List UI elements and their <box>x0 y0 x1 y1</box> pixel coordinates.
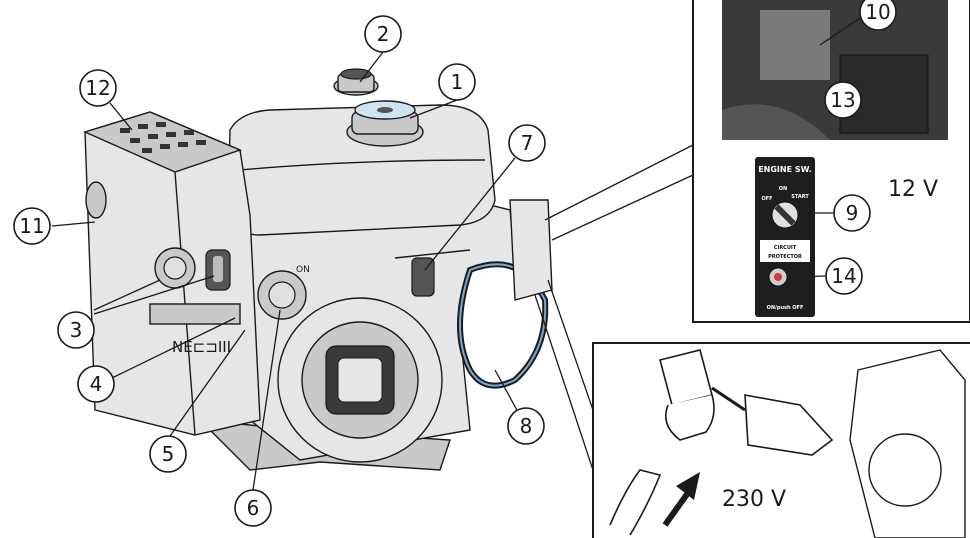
callout-7: 7 <box>508 124 546 162</box>
leader-4 <box>111 317 236 379</box>
callout-8: 8 <box>507 407 545 445</box>
leader-lines <box>51 17 861 491</box>
inset-connectors <box>534 144 694 471</box>
inset-230v: 230 V <box>592 342 970 538</box>
breaker-button <box>774 273 782 281</box>
panel-on: ON <box>779 186 787 192</box>
throttle-lever <box>411 257 435 297</box>
choke-knob-center <box>163 256 187 280</box>
panel-title: ENGINE SW. <box>758 165 812 174</box>
photo-engine <box>760 10 830 80</box>
leader-7 <box>424 157 516 271</box>
callout-3: 3 <box>57 311 95 349</box>
callout-6: 6 <box>234 489 272 527</box>
svg-text:9: 9 <box>846 201 859 225</box>
tank-seam <box>239 159 486 171</box>
engine-illustration: NE⊏⊐III ON <box>83 68 553 471</box>
engine-sketch-wheel <box>868 433 942 507</box>
head-cover-top <box>83 111 242 173</box>
voltage-12-label: 12 V <box>888 177 938 202</box>
insert-arrow-head <box>676 472 700 500</box>
pointing-hand <box>744 394 834 456</box>
svg-text:5: 5 <box>162 442 175 466</box>
panel-off: OFF <box>761 196 772 202</box>
svg-text:10: 10 <box>865 0 890 24</box>
engine-sketch <box>849 349 966 538</box>
leader-14 <box>789 275 827 278</box>
callout-2: 2 <box>364 15 402 53</box>
inset-12v: ENGINE SW. OFF ON START CIRCUIT PROTECTO… <box>692 0 970 323</box>
leader-11 <box>51 221 96 227</box>
panel-start: START <box>791 194 809 200</box>
photo-tire <box>722 104 830 140</box>
callout-14: 14 <box>825 257 863 295</box>
callout-9: 9 <box>833 194 871 232</box>
connector-top-b <box>551 174 694 241</box>
primer-switch-center <box>213 256 223 282</box>
key-switch-slot <box>774 204 796 226</box>
fuel-valve-on-label: ON <box>296 265 310 275</box>
svg-text:6: 6 <box>247 496 260 520</box>
breaker-line1: CIRCUIT <box>774 245 797 251</box>
insert-arrow-shaft <box>662 488 693 527</box>
socket-cord <box>711 386 746 412</box>
breaker-line2: PROTECTOR <box>768 254 802 260</box>
leader-5 <box>169 329 246 437</box>
connector-bottom-a <box>547 279 594 411</box>
leader-3a <box>93 279 161 311</box>
fuel-valve-center <box>268 281 296 309</box>
connector-bottom-b <box>534 294 594 471</box>
callout-10: 10 <box>859 0 897 31</box>
spark-plug-boot <box>85 181 107 219</box>
leader-2 <box>359 51 384 83</box>
leader-6 <box>252 309 281 491</box>
engine-label-plate <box>149 303 241 325</box>
svg-text:12: 12 <box>85 76 110 100</box>
voltage-230-label: 230 V <box>722 487 786 512</box>
leader-3b <box>93 275 215 315</box>
breaker-footer: ON/push OFF <box>767 305 804 311</box>
callout-11: 11 <box>13 207 51 245</box>
fuel-cap-center <box>377 107 393 113</box>
callout-13: 13 <box>824 81 862 119</box>
svg-text:3: 3 <box>70 318 83 342</box>
callout-12: 12 <box>79 69 117 107</box>
head-cover-vents <box>120 122 206 153</box>
callouts: 1 2 3 4 5 6 7 8 9 10 11 12 13 14 <box>13 0 897 527</box>
throttle-slot <box>394 249 471 259</box>
shroud-label: NE⊏⊐III <box>172 338 231 356</box>
svg-text:11: 11 <box>19 214 44 238</box>
power-plug <box>609 469 662 536</box>
svg-text:1: 1 <box>451 70 464 94</box>
svg-text:13: 13 <box>830 88 855 112</box>
svg-text:14: 14 <box>831 264 856 288</box>
svg-text:4: 4 <box>90 372 103 396</box>
leader-10 <box>819 17 861 46</box>
breaker-label-box <box>760 240 810 262</box>
connector-top-a <box>544 144 694 221</box>
leader-8 <box>494 369 519 413</box>
svg-text:8: 8 <box>520 414 533 438</box>
callout-1: 1 <box>438 63 476 101</box>
recoil-center-face <box>337 357 383 403</box>
callout-5: 5 <box>149 435 187 473</box>
engine-switch-panel <box>755 157 815 317</box>
callout-4: 4 <box>77 365 115 403</box>
leader-1 <box>409 99 458 119</box>
socket-lower <box>664 394 715 441</box>
svg-text:2: 2 <box>377 22 390 46</box>
right-bracket <box>509 199 553 301</box>
svg-text:7: 7 <box>521 131 534 155</box>
leader-12 <box>109 102 133 131</box>
